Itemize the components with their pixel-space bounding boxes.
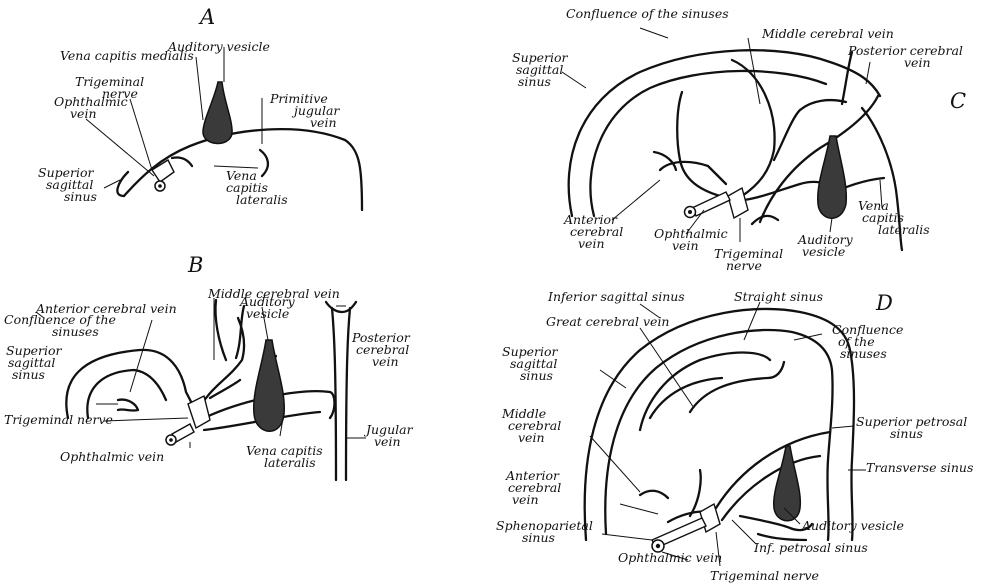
label-d-trigeminal: Trigeminal nerve (710, 568, 819, 583)
panel-c-vessels (569, 50, 902, 250)
label-c-confluence: Confluence of the sinuses (566, 6, 729, 21)
label-b-ophthalmic: Ophthalmic vein (60, 449, 164, 464)
label-a-ophthalmic-2: vein (70, 106, 97, 121)
panel-a-letter: A (198, 5, 215, 29)
auditory-vesicle-a (203, 82, 232, 143)
label-c-ophthalmic-2: vein (672, 238, 699, 253)
panel-b: B (4, 253, 414, 480)
label-d-sphenoparietal-2: sinus (522, 530, 555, 545)
label-d-confluence-3: sinuses (840, 346, 887, 361)
panel-c: C (512, 6, 966, 273)
label-c-trigeminal-2: nerve (726, 258, 762, 273)
label-d-straight: Straight sinus (734, 289, 823, 304)
label-c-sss-3: sinus (518, 74, 551, 89)
label-c-posterior-2: vein (904, 55, 931, 70)
label-d-auditory: Auditory vesicle (801, 518, 904, 533)
label-b-trigeminal: Trigeminal nerve (4, 412, 113, 427)
panel-d: D (496, 289, 973, 583)
label-d-ophthalmic: Ophthalmic vein (618, 550, 722, 565)
label-b-confluence-2: sinuses (52, 324, 99, 339)
label-c-auditory-2: vesicle (802, 244, 845, 259)
label-c-anterior-3: vein (578, 236, 605, 251)
label-d-inf-petrosal: Inf. petrosal sinus (753, 540, 868, 555)
panel-d-letter: D (875, 291, 893, 315)
label-d-superior-petrosal-2: sinus (890, 426, 923, 441)
trigeminal-nerve-a (152, 160, 174, 182)
label-c-vcl-3: lateralis (878, 222, 930, 237)
auditory-vesicle-d (774, 446, 801, 521)
panel-c-letter: C (950, 89, 966, 113)
label-a-vena-capitis-medialis: Vena capitis medialis (60, 48, 194, 63)
label-b-jugular-2: vein (374, 434, 401, 449)
auditory-vesicle-b (254, 340, 285, 431)
label-d-inferior-sagittal: Inferior sagittal sinus (547, 289, 685, 304)
panel-a: A Auditory vesicle Vena capitis medialis… (38, 5, 362, 210)
label-d-sss-3: sinus (520, 368, 553, 383)
label-c-middle-cerebral: Middle cerebral vein (761, 26, 894, 41)
label-b-posterior-3: vein (372, 354, 399, 369)
label-a-primitive-3: vein (310, 115, 337, 130)
auditory-vesicle-c (818, 136, 847, 218)
label-d-middle-3: vein (518, 430, 545, 445)
label-b-sss-3: sinus (12, 367, 45, 382)
label-d-anterior-3: vein (512, 492, 539, 507)
panel-a-leaders (86, 47, 262, 188)
label-a-vcl-3: lateralis (236, 192, 288, 207)
label-b-auditory-2: vesicle (246, 306, 289, 321)
label-d-great-cerebral: Great cerebral vein (546, 314, 670, 329)
panel-b-letter: B (187, 253, 203, 277)
label-a-sss-3: sinus (64, 189, 97, 204)
label-d-transverse: Transverse sinus (866, 460, 973, 475)
label-b-vcl-2: lateralis (264, 455, 316, 470)
